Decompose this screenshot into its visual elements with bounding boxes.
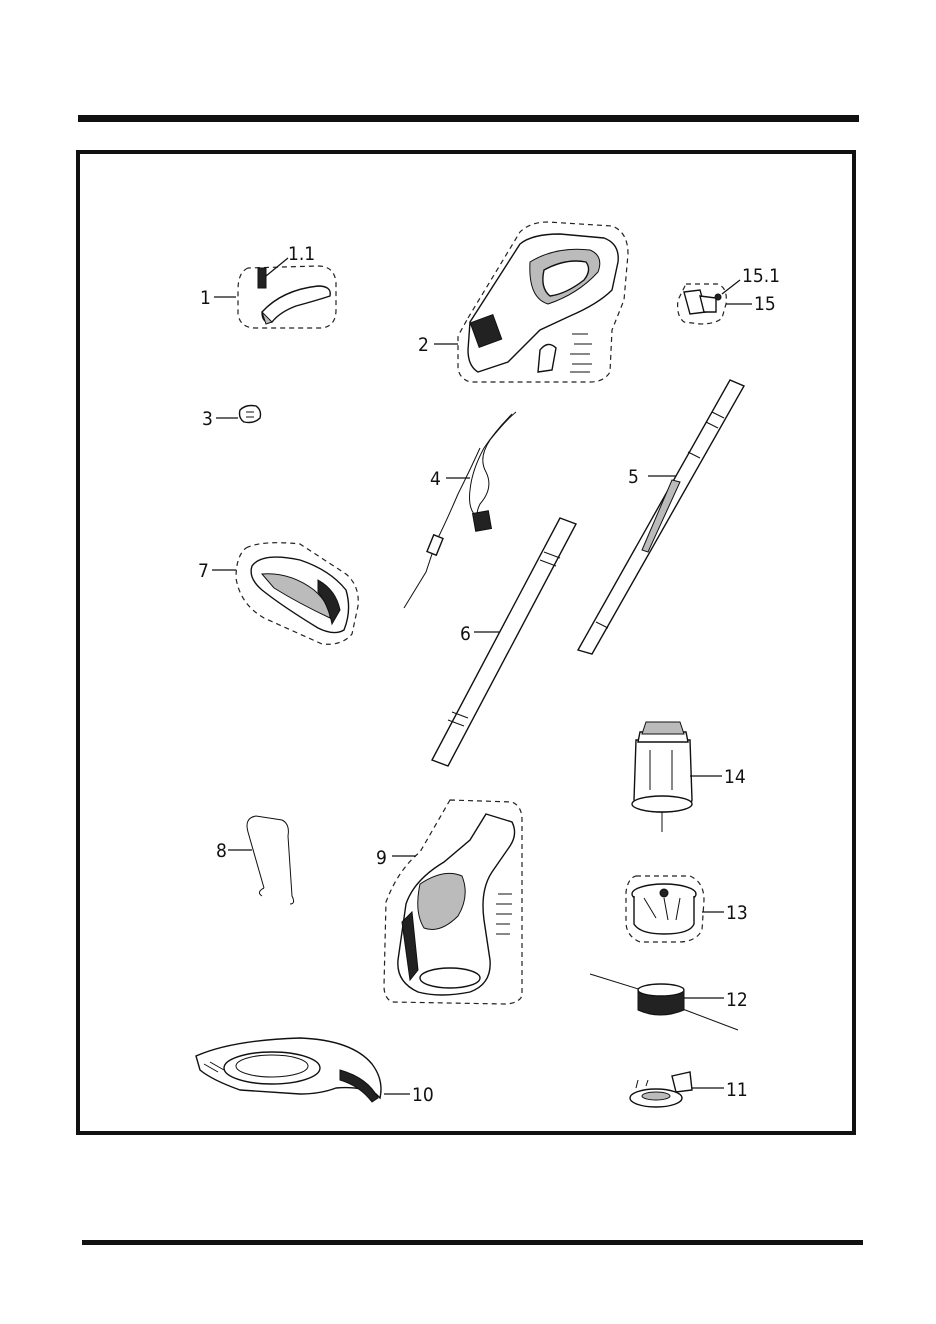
callout-3: 3 (202, 408, 213, 430)
part-9-motor-housing (384, 800, 522, 1004)
callout-12: 12 (726, 989, 748, 1011)
part-3-cable-clip (216, 406, 261, 423)
part-10-guard (196, 1038, 410, 1102)
part-1-switch-trigger (214, 258, 336, 328)
part-6-lower-tube (432, 518, 576, 766)
part-15-1-pin (715, 294, 721, 300)
callout-5: 5 (628, 466, 639, 488)
part-9-screws (496, 894, 512, 934)
callout-14: 14 (724, 766, 746, 788)
callout-13: 13 (726, 902, 748, 924)
callout-15: 15 (754, 293, 776, 315)
callout-4: 4 (430, 468, 441, 490)
part-2-screws (570, 334, 592, 372)
callout-11: 11 (726, 1079, 748, 1101)
callout-7: 7 (198, 560, 209, 582)
part-12-line-spool (590, 974, 738, 1030)
callout-2: 2 (418, 334, 429, 356)
callout-1-1: 1.1 (288, 243, 315, 265)
callout-15-1: 15.1 (742, 265, 780, 287)
callout-1: 1 (200, 287, 211, 309)
part-11-spool-cover (630, 1072, 724, 1107)
part-8-edge-guide (228, 816, 294, 904)
part-13-fan (626, 876, 724, 942)
part-4-internal-wiring (404, 412, 516, 608)
part-5-upper-tube (578, 380, 744, 654)
part-2-handle-housing (434, 222, 628, 382)
part-15-lock-button (678, 280, 752, 324)
callout-10: 10 (412, 1084, 434, 1106)
callout-8: 8 (216, 840, 227, 862)
part-7-auxiliary-handle (212, 543, 358, 645)
callout-6: 6 (460, 623, 471, 645)
callout-9: 9 (376, 847, 387, 869)
part-14-motor (632, 722, 722, 832)
part-1-1-spring (258, 268, 266, 288)
